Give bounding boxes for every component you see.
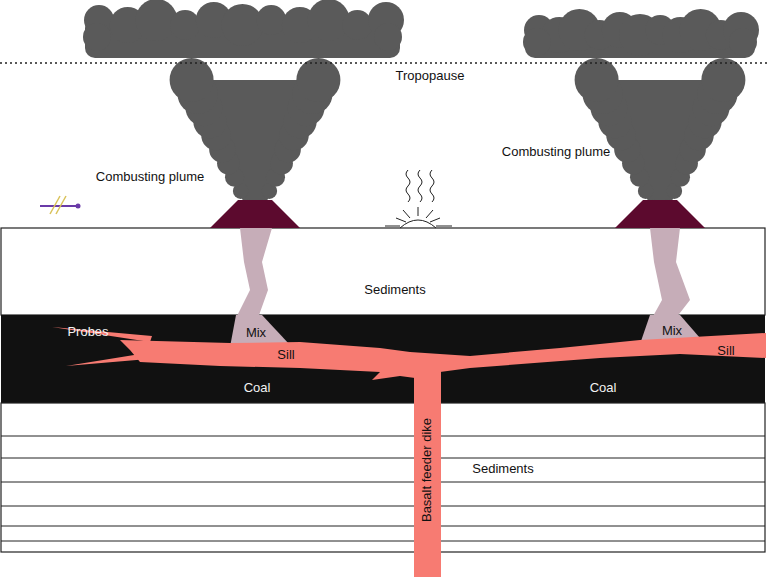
vent-cone — [615, 200, 705, 228]
heat-symbol — [385, 170, 452, 228]
part-label: Coal — [590, 381, 617, 396]
cloud-puff — [575, 58, 619, 102]
part-label: Tropopause — [396, 69, 465, 84]
part-label: Combusting plume — [96, 170, 204, 185]
upper-sediments — [1, 228, 765, 315]
part-label: Sediments — [472, 462, 533, 477]
heat-rays — [385, 207, 452, 226]
heat-wave — [430, 170, 434, 202]
cloud-puff — [342, 10, 372, 40]
stratum-line — [1, 541, 765, 542]
dike-label: Basalt feeder dike — [420, 418, 435, 522]
section-dot — [76, 204, 81, 209]
section-slash — [50, 196, 60, 214]
cloud-puff — [296, 58, 340, 102]
cloud-puff — [170, 58, 214, 102]
section-slash — [56, 196, 66, 214]
part-label: Coal — [244, 381, 271, 396]
mix-zone — [230, 315, 290, 347]
cloud-puff — [523, 28, 551, 56]
cloud-puff — [170, 10, 200, 40]
sill — [120, 333, 766, 380]
stratum-line — [1, 458, 765, 459]
stratum-line — [1, 526, 765, 527]
part-label: Probes — [67, 325, 108, 340]
coal-seam — [1, 315, 765, 403]
stratum-line — [1, 506, 765, 507]
tropopause-line — [0, 62, 768, 64]
cloud-puff — [256, 5, 286, 35]
lower-sediments — [1, 403, 765, 552]
stratum-line — [1, 482, 765, 483]
strata-lines — [1, 436, 765, 541]
stratum-line — [1, 436, 765, 437]
part-label: Sill — [277, 348, 294, 363]
heat-wave — [406, 170, 410, 202]
part-label: Mix — [662, 324, 682, 339]
conduit — [650, 228, 690, 318]
cloud-puff — [701, 58, 745, 102]
cloud-puff — [729, 28, 757, 56]
cloud-puff — [83, 23, 111, 51]
vent-cone — [210, 200, 300, 228]
part-label: Mix — [246, 326, 266, 341]
part-label: Combusting plume — [502, 145, 610, 160]
feeder-dike — [414, 370, 441, 577]
cloud-puff — [374, 23, 402, 51]
heat-wave — [418, 170, 422, 202]
part-label: Sill — [717, 344, 734, 359]
section-symbol — [40, 196, 81, 214]
conduit — [236, 228, 272, 318]
plume-clouds — [83, 0, 759, 211]
heat-dome — [400, 220, 436, 228]
part-label: Sediments — [364, 283, 425, 298]
